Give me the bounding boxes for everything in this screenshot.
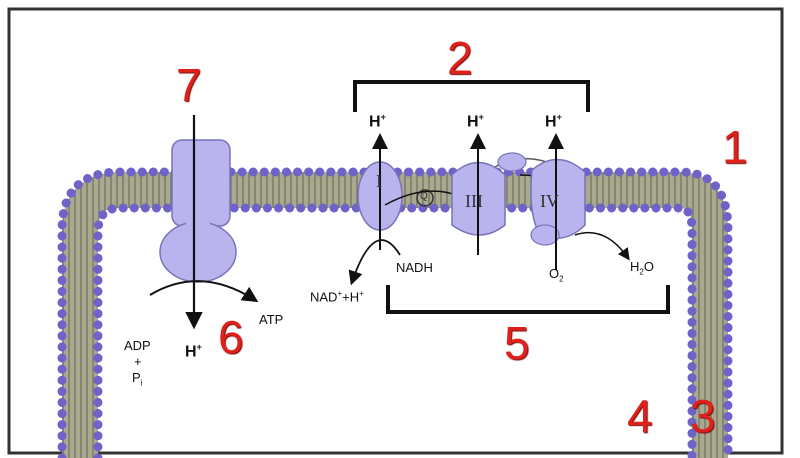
frame (7, 7, 784, 455)
water-label: H2O (630, 259, 654, 277)
complex-iv-label: IV (540, 191, 559, 211)
label-number-4: 4 (627, 390, 653, 442)
proton-label-complex-iii: H+ (467, 112, 484, 131)
label-number-2: 2 (447, 32, 473, 84)
proton-label-complex-i: H+ (369, 112, 386, 131)
phosphate-label: Pi (132, 370, 143, 388)
complex-iii-label: III (465, 191, 483, 211)
plus-sign: + (134, 354, 142, 369)
membrane-outer-heads (57, 167, 733, 458)
membrane-bilayer (62, 172, 728, 458)
label-number-1: 1 (722, 121, 748, 173)
nadh-label: NADH (396, 260, 433, 275)
label-number-3: 3 (690, 390, 716, 442)
label-number-6: 6 (218, 311, 244, 363)
label-number-7: 7 (176, 59, 202, 111)
label-number-5: 5 (504, 317, 530, 369)
atp-synthase (149, 115, 259, 330)
complex-iv (530, 133, 630, 270)
adp-label: ADP (124, 338, 151, 353)
proton-label-complex-iv: H+ (545, 112, 562, 131)
bracket-bottom (386, 285, 670, 314)
complex-iii (451, 133, 527, 255)
proton-label-atp-synthase: H+ (185, 342, 202, 361)
complex-i (348, 133, 403, 286)
oxygen-label: O2 (549, 266, 564, 284)
nad-label: NAD++H+ (310, 289, 364, 305)
bracket-top (353, 80, 590, 112)
ubiquinone-label: Q (420, 191, 428, 202)
complex-i-label: I (376, 171, 382, 191)
atp-label: ATP (259, 312, 284, 327)
